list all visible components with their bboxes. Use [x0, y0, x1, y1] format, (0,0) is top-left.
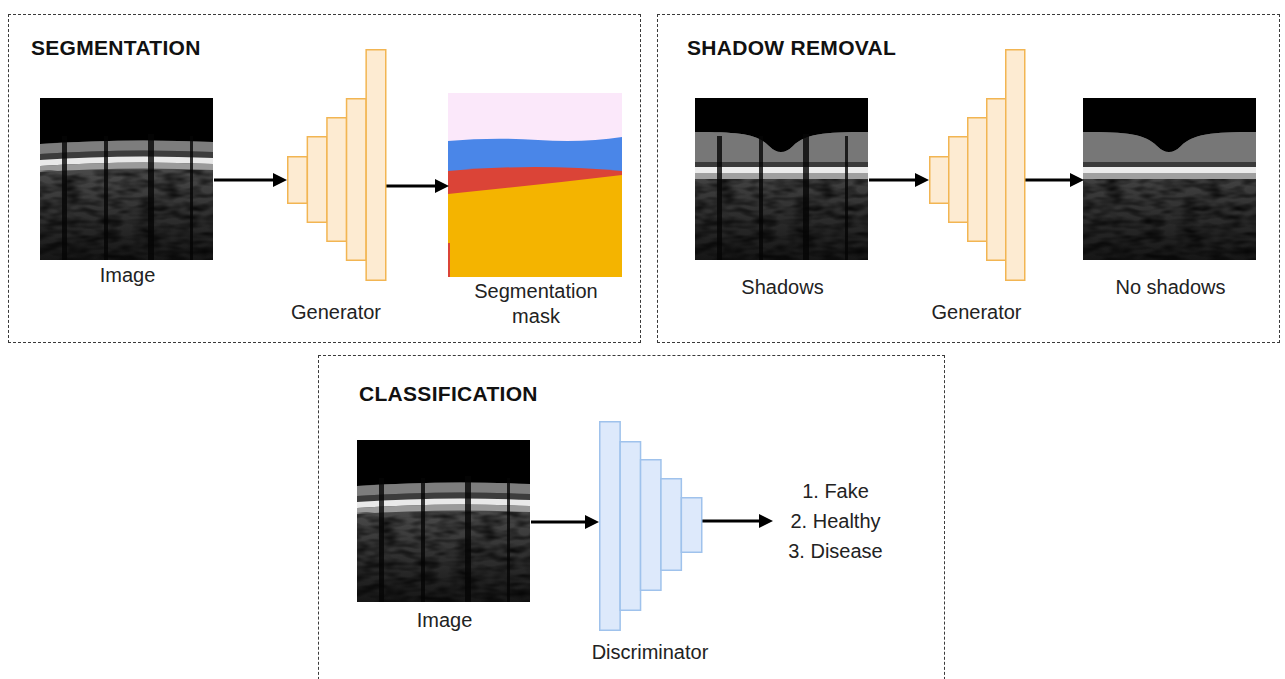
flow-arrow [531, 521, 585, 524]
image-box: Image [358, 441, 531, 603]
class-label: 1. Fake [802, 476, 869, 506]
layer-bar [987, 99, 1006, 261]
oct-image [695, 98, 868, 260]
layer-bar [1006, 50, 1025, 281]
layer-bar [327, 118, 347, 242]
image-caption: No shadows [1084, 275, 1257, 300]
oct-image [40, 98, 213, 260]
image-caption: Image [358, 608, 531, 633]
image-box: Image [41, 99, 214, 261]
layer-bar [307, 137, 327, 223]
image-caption: Generator [256, 300, 416, 325]
image-caption: Image [41, 263, 214, 288]
generator-block: Generator [929, 49, 1024, 281]
oct-shadows [62, 134, 193, 260]
oct-image [1083, 98, 1256, 260]
layer-bar [600, 422, 620, 631]
panel-title: SEGMENTATION [31, 36, 201, 60]
layer-bar [930, 157, 949, 204]
task-panel: SEGMENTATIONImageGeneratorSegmentation m… [8, 14, 641, 343]
panel-title: CLASSIFICATION [359, 382, 538, 406]
flow-arrow [701, 520, 759, 523]
discriminator-block: Discriminator [599, 421, 701, 631]
image-box: No shadows [1084, 99, 1257, 261]
layer-bar [681, 498, 701, 553]
image-box: Shadows [696, 99, 869, 261]
image-box: Segmentation mask [449, 94, 623, 278]
generator-shape [929, 49, 1024, 281]
oct-shadows [717, 134, 848, 260]
layer-bar [288, 157, 308, 204]
layer-bar [366, 50, 386, 281]
generator-shape [287, 49, 385, 281]
layer-bar [641, 460, 661, 591]
flow-arrow [1024, 179, 1070, 182]
layer-bar [968, 118, 987, 242]
image-caption: Segmentation mask [466, 279, 606, 329]
oct-shadows [379, 476, 510, 602]
layer-bar [620, 442, 640, 611]
flow-arrow [385, 185, 435, 188]
layer-bar [347, 99, 367, 261]
layer-bar [949, 137, 968, 223]
oct-image [357, 440, 530, 602]
image-caption: Shadows [696, 275, 869, 300]
task-panel: CLASSIFICATIONImageDiscriminator1. Fake2… [318, 355, 945, 679]
image-caption: Generator [897, 300, 1057, 325]
image-caption: Discriminator [560, 640, 740, 665]
task-panel: SHADOW REMOVALShadowsGeneratorNo shadows [657, 14, 1280, 343]
layer-bar [661, 479, 681, 571]
class-label: 3. Disease [788, 536, 883, 566]
discriminator-shape [599, 421, 701, 631]
generator-block: Generator [287, 49, 385, 281]
class-list: 1. Fake2. Healthy3. Disease [773, 476, 898, 566]
panel-title: SHADOW REMOVAL [687, 36, 896, 60]
segmentation-mask-image [448, 93, 622, 277]
flow-arrow [214, 179, 273, 182]
flow-arrow [869, 179, 915, 182]
class-label: 2. Healthy [790, 506, 880, 536]
